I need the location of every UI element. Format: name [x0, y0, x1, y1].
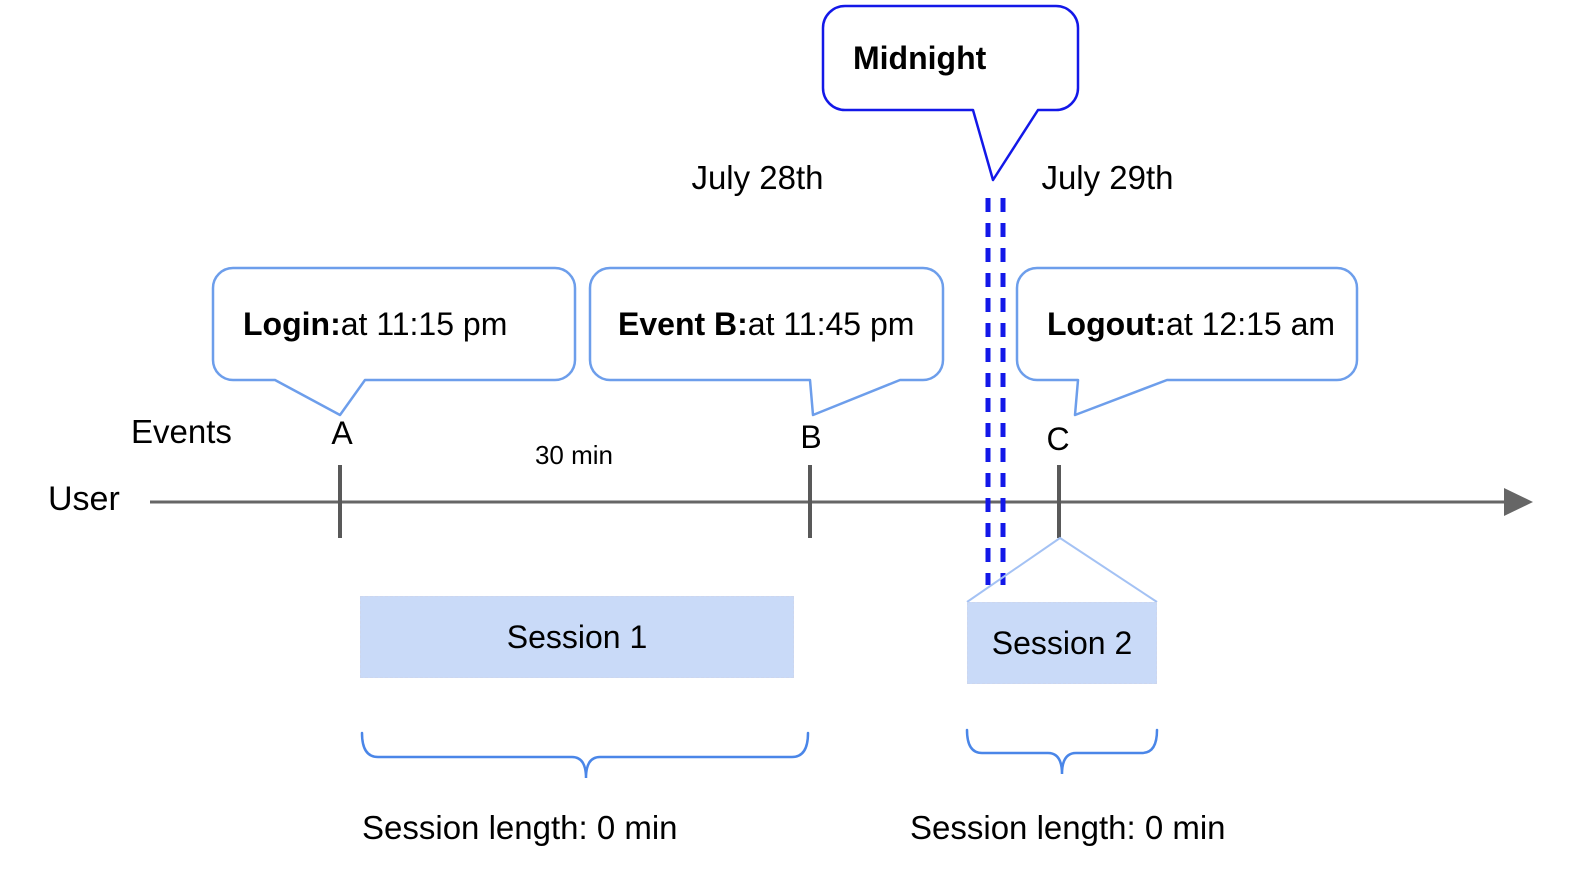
interval-30min-label: 30 min	[534, 440, 614, 470]
logout-callout-bubble	[1015, 266, 1359, 417]
session-2-length-label: Session length: 0 min	[910, 809, 1226, 846]
event-marker-c: C	[1046, 421, 1070, 457]
session-2-label: Session 2	[991, 624, 1133, 661]
session-2-box: Session 2	[967, 602, 1157, 684]
event-marker-a: A	[331, 415, 353, 451]
event-b-time: at 11:45 pm	[747, 305, 915, 342]
midnight-text: Midnight	[853, 39, 987, 76]
session-2-length-brace	[965, 728, 1159, 775]
event-marker-b: B	[800, 419, 822, 455]
timeline-arrowhead-icon	[1504, 488, 1533, 516]
session-1-length-brace	[360, 731, 810, 779]
logout-prefix: Logout:	[1047, 305, 1167, 342]
logout-time: at 12:15 am	[1166, 305, 1336, 342]
date-label-july-28: July 28th	[691, 159, 824, 196]
midnight-callout-label: Midnight	[823, 6, 1078, 110]
login-callout-bubble	[211, 266, 577, 417]
session-1-label: Session 1	[506, 618, 648, 655]
logout-callout-label: Logout: at 12:15 am	[1017, 268, 1357, 380]
session-1-length-label: Session length: 0 min	[362, 809, 678, 846]
date-label-july-29: July 29th	[1041, 159, 1174, 196]
user-axis-label: User	[48, 480, 120, 518]
session-2-connector-lines	[966, 536, 1158, 603]
midnight-callout-bubble	[821, 4, 1080, 182]
events-row-label: Events	[131, 413, 232, 450]
event-b-callout-bubble	[588, 266, 945, 417]
event-b-callout-label: Event B: at 11:45 pm	[590, 268, 943, 380]
session-1-box: Session 1	[360, 596, 794, 678]
login-prefix: Login:	[243, 305, 341, 342]
login-time: at 11:15 pm	[340, 305, 508, 342]
event-b-prefix: Event B:	[618, 305, 748, 342]
login-callout-label: Login: at 11:15 pm	[213, 268, 575, 380]
